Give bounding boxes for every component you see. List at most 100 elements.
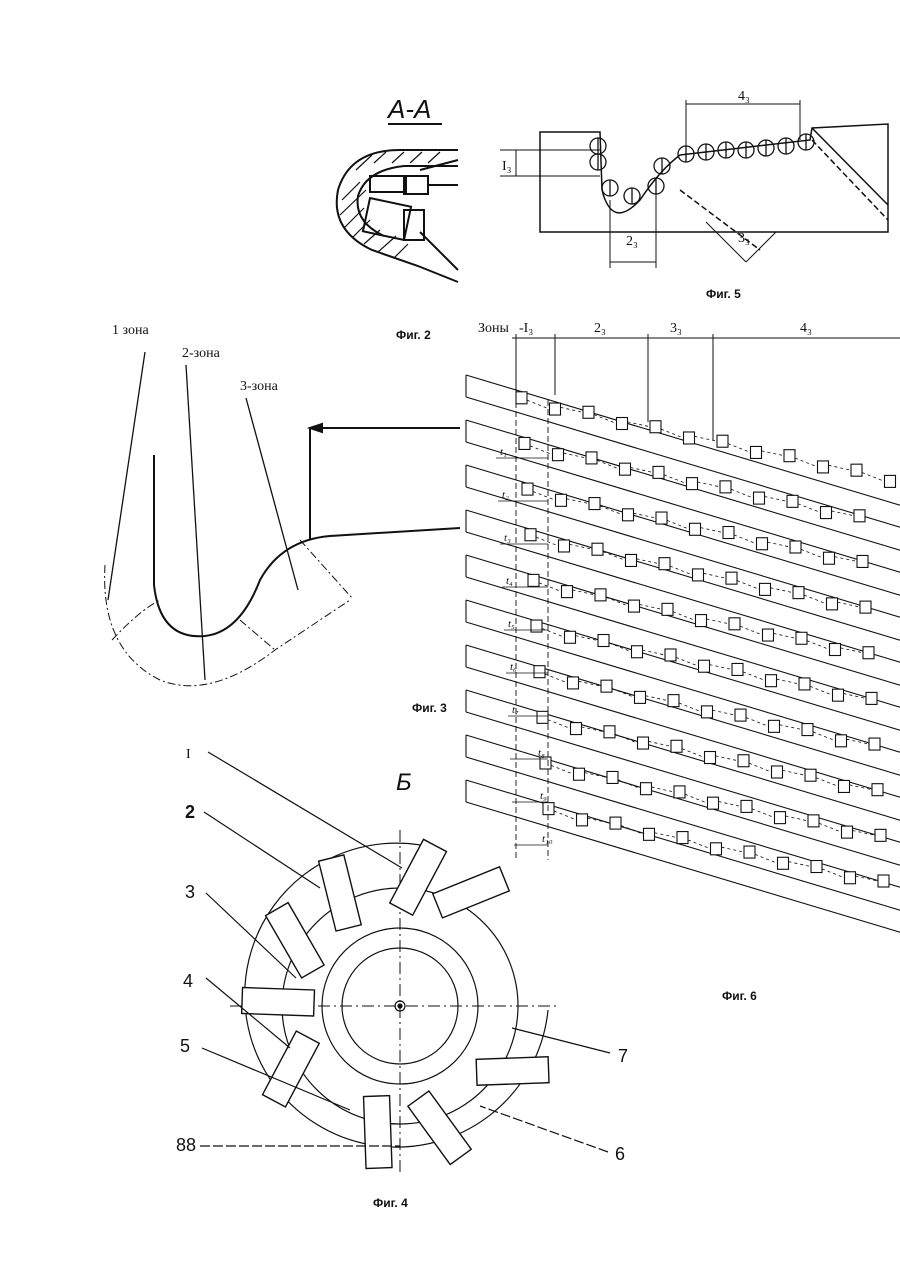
cutter-insert: [684, 432, 695, 444]
insert-pitch-line: [835, 557, 858, 562]
cutter-insert: [860, 601, 871, 613]
insert-pitch-line: [719, 802, 742, 807]
cutter-insert: [598, 635, 609, 647]
cutter-insert: [769, 720, 780, 732]
view-label-b: Б: [396, 769, 412, 796]
cutter-insert: [571, 723, 582, 735]
callout-3: 3: [185, 882, 195, 902]
insert-pitch-line: [795, 458, 818, 467]
insert-pitch-line: [789, 862, 812, 867]
cutter-insert: [687, 478, 698, 490]
cutter-insert: [629, 600, 640, 612]
cutter-insert: [638, 737, 649, 749]
section-label-a-a: А-А: [386, 94, 431, 124]
row-offset-label: t₇: [512, 704, 519, 716]
cutter-insert: [766, 675, 777, 687]
insert-pitch-line: [734, 535, 757, 544]
cutter-insert: [516, 392, 527, 404]
cutter-insert: [601, 680, 612, 692]
figure-5: I₃ 2₃ 3₃ 4₃ Фиг. 5: [500, 89, 888, 301]
cutter-insert: [784, 450, 795, 462]
cutter-insert: [839, 780, 850, 792]
cutter-insert: [586, 452, 597, 464]
insert-pitch-line: [673, 612, 696, 621]
cutter-insert: [854, 510, 865, 522]
cutter-insert: [577, 814, 588, 826]
cutter-insert: [851, 464, 862, 476]
cutter-insert: [802, 724, 813, 736]
cutter-insert: [705, 752, 716, 764]
cutter-insert: [723, 527, 734, 539]
cutter-insert: [720, 481, 731, 493]
cutter-insert: [763, 629, 774, 641]
cutter-insert: [863, 647, 874, 659]
cutter-insert: [741, 800, 752, 812]
cutter-insert: [775, 812, 786, 824]
cutter-insert: [796, 632, 807, 644]
insert-pitch-line: [731, 489, 754, 498]
zone-header-3: 3₃: [670, 321, 682, 336]
cutter-insert: [827, 598, 838, 610]
insert-pitch-line: [621, 825, 644, 834]
cutter-insert: [537, 711, 548, 723]
insert-pitch-line: [716, 756, 739, 761]
cutter-insert: [550, 403, 561, 415]
insert-pitch-line: [798, 504, 821, 513]
cutter-insert: [735, 709, 746, 721]
insert-pitch-line: [807, 641, 830, 650]
cutter-insert: [589, 498, 600, 510]
insert-pitch-line: [762, 451, 785, 456]
insert-pitch-line: [695, 436, 718, 441]
figure-6-caption: Фиг. 6: [722, 989, 757, 1003]
insert-pitch-line: [536, 537, 559, 546]
insert-pitch-line: [655, 833, 678, 838]
zone-label-2: 2-зона: [182, 346, 221, 361]
cutter-insert: [623, 509, 634, 521]
insert-pitch-line: [530, 446, 553, 455]
cutter-insert: [869, 738, 880, 750]
cutter-insert: [528, 574, 539, 586]
row-offset-label: t₁: [500, 446, 507, 458]
cutter-insert: [726, 572, 737, 584]
blade: [263, 1031, 320, 1107]
cutter-insert: [553, 449, 564, 461]
insert-pitch-line: [710, 665, 733, 670]
cutter-insert: [668, 695, 679, 707]
insert-pitch-line: [813, 732, 836, 741]
cutter-insert: [708, 797, 719, 809]
insert-pitch-line: [737, 581, 760, 590]
row-offset-label: t₃: [504, 532, 511, 544]
insert-pitch-line: [755, 854, 778, 863]
blade: [476, 1057, 549, 1085]
cutter-insert: [866, 692, 877, 704]
zone-header-dims: [512, 334, 900, 440]
insert-pitch-line: [588, 818, 611, 823]
row-offset-label: t₉: [540, 790, 547, 802]
cutter-insert: [696, 615, 707, 627]
cutter-insert: [811, 861, 822, 873]
callout-7: 7: [618, 1046, 628, 1066]
callout-88: 88: [176, 1135, 196, 1155]
cutter-insert: [778, 857, 789, 869]
cutter-insert: [872, 784, 883, 796]
insert-pitch-line: [774, 633, 797, 638]
cutter-insert: [568, 677, 579, 689]
insert-pitch-line: [585, 773, 608, 778]
blade: [266, 903, 325, 978]
cutter-insert: [559, 540, 570, 552]
insert-pitch-line: [704, 573, 727, 578]
cutter-insert: [677, 832, 688, 844]
cutter-insert: [793, 587, 804, 599]
cutter-insert: [525, 529, 536, 541]
figure-5-caption: Фиг. 5: [706, 287, 741, 301]
callout-2: 2: [185, 802, 195, 822]
insert-pitch-line: [728, 444, 751, 453]
row-offset-label: t₄: [506, 575, 513, 587]
cutter-insert: [650, 421, 661, 433]
cutter-insert: [744, 846, 755, 858]
cutter-insert: [729, 618, 740, 630]
dimension-lines: [500, 100, 800, 268]
cutter-insert: [790, 541, 801, 553]
insert-pitch-line: [667, 520, 690, 529]
cutter-insert: [751, 446, 762, 458]
